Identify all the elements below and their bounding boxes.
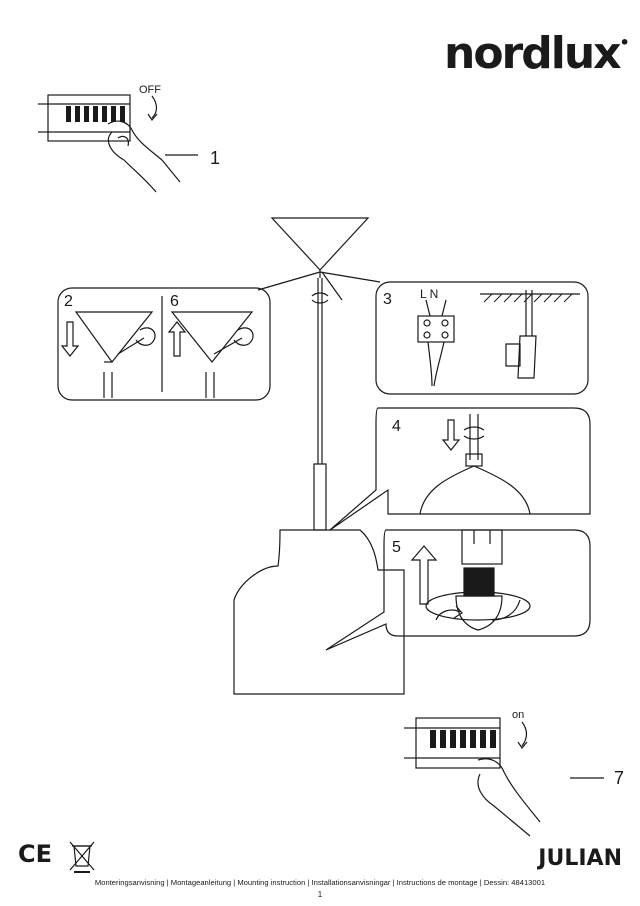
pendant-cable — [311, 278, 329, 531]
product-name: JULIAN — [538, 846, 622, 871]
panel-steps-2-6 — [57, 287, 271, 401]
arrow-up-icon — [167, 321, 187, 357]
step-number-2: 2 — [64, 293, 73, 310]
arrow-up-icon — [410, 545, 438, 605]
weee-bin-icon — [69, 841, 95, 873]
step-number-6: 6 — [170, 293, 179, 310]
switch-off-label: OFF — [139, 84, 161, 96]
ceiling-canopy — [270, 217, 370, 278]
instruction-languages: Monteringsanvisning | Montageanleitung |… — [94, 878, 546, 887]
ce-mark-icon: CE — [18, 840, 53, 868]
arrow-down-icon — [441, 419, 461, 451]
brand-logo-mark: • — [619, 33, 630, 53]
step-number-1: 1 — [210, 148, 220, 168]
brand-logo-text: nordlux — [444, 28, 622, 79]
switch-on-label: on — [512, 709, 524, 721]
panel-step-3 — [375, 281, 589, 395]
arrow-down-icon — [60, 321, 80, 357]
step-number-4: 4 — [392, 418, 401, 435]
brand-logo: nordlux• — [444, 28, 630, 79]
step-number-3: 3 — [383, 291, 392, 308]
step-number-7: 7 — [614, 768, 624, 788]
fuse-box-on — [404, 717, 604, 837]
panel-step-5 — [325, 529, 591, 651]
panel-step-4 — [329, 407, 591, 531]
wire-labels: L N — [420, 287, 438, 301]
step-number-5: 5 — [392, 539, 401, 556]
page-number: 1 — [317, 890, 323, 899]
lamp-shade — [233, 529, 405, 695]
rotate-icon — [435, 599, 521, 621]
fuse-box-off — [38, 94, 198, 193]
